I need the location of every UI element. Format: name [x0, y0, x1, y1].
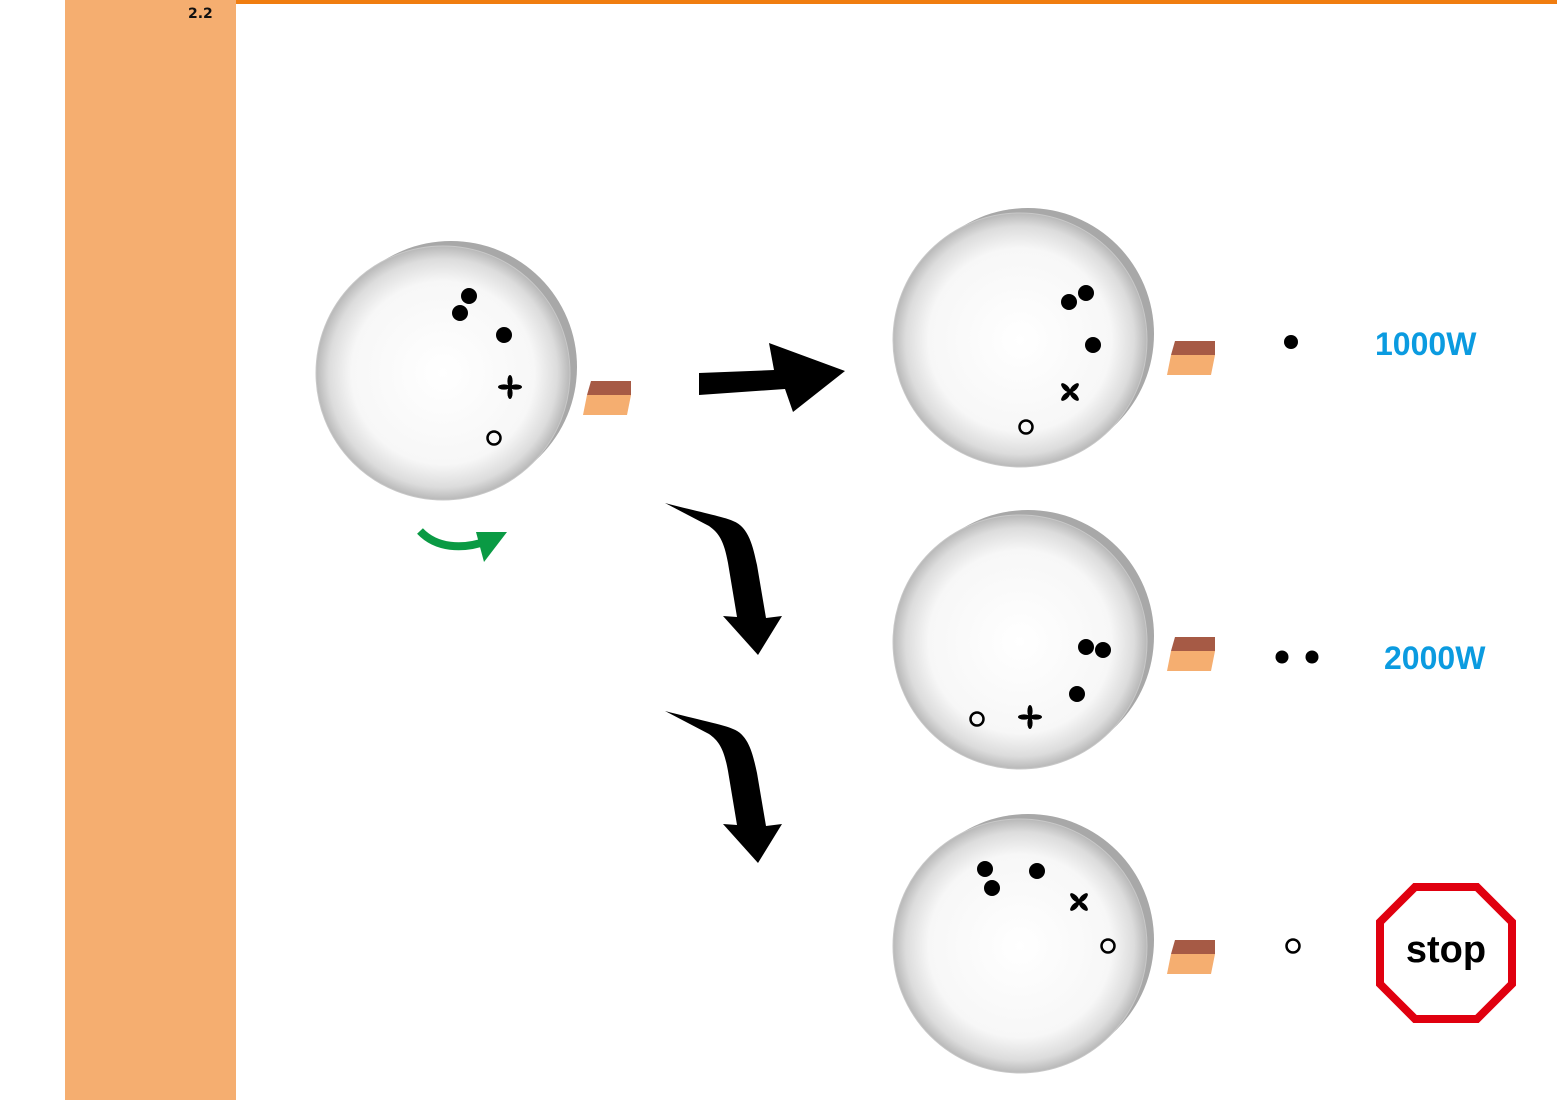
- particle: [496, 327, 512, 343]
- particle: [977, 861, 993, 877]
- emitted-particle: [1305, 650, 1319, 664]
- top-accent-line: [236, 0, 1557, 4]
- particle: [1095, 642, 1111, 658]
- emitted-particle: [1275, 650, 1289, 664]
- block-icon: [583, 381, 631, 415]
- stop-label: stop: [1406, 929, 1486, 971]
- particle: [1029, 863, 1045, 879]
- particle: [452, 305, 468, 321]
- power-label-1000w: 1000W: [1375, 326, 1477, 362]
- block-icon: [1167, 637, 1215, 671]
- block-icon: [1167, 940, 1215, 974]
- rotation-arrow-icon: [417, 528, 507, 562]
- block-icon: [1167, 341, 1215, 375]
- particle: [1085, 337, 1101, 353]
- outcome-sphere-2: [892, 509, 1155, 770]
- input-sphere: [315, 240, 578, 501]
- stop-sign-icon: stop: [1376, 883, 1516, 1023]
- flow-arrow-icon: [699, 343, 845, 412]
- flow-arrow-icon: [665, 711, 782, 863]
- ring-particle: [1018, 419, 1034, 435]
- sidebar-band: [65, 0, 236, 1100]
- ring-particle: [1100, 938, 1116, 954]
- flow-arrow-icon: [665, 503, 782, 655]
- particle: [1069, 686, 1085, 702]
- ring-particle: [486, 430, 502, 446]
- particle: [1078, 639, 1094, 655]
- power-label-2000w: 2000W: [1384, 640, 1486, 676]
- emitted-particle: [1284, 335, 1298, 349]
- emitted-ring: [1285, 938, 1301, 954]
- outcome-sphere-1: [892, 207, 1155, 468]
- particle: [1061, 294, 1077, 310]
- particle: [984, 880, 1000, 896]
- particle: [1078, 285, 1094, 301]
- ring-particle: [969, 711, 985, 727]
- section-number: 2.2: [188, 6, 213, 22]
- particle: [461, 288, 477, 304]
